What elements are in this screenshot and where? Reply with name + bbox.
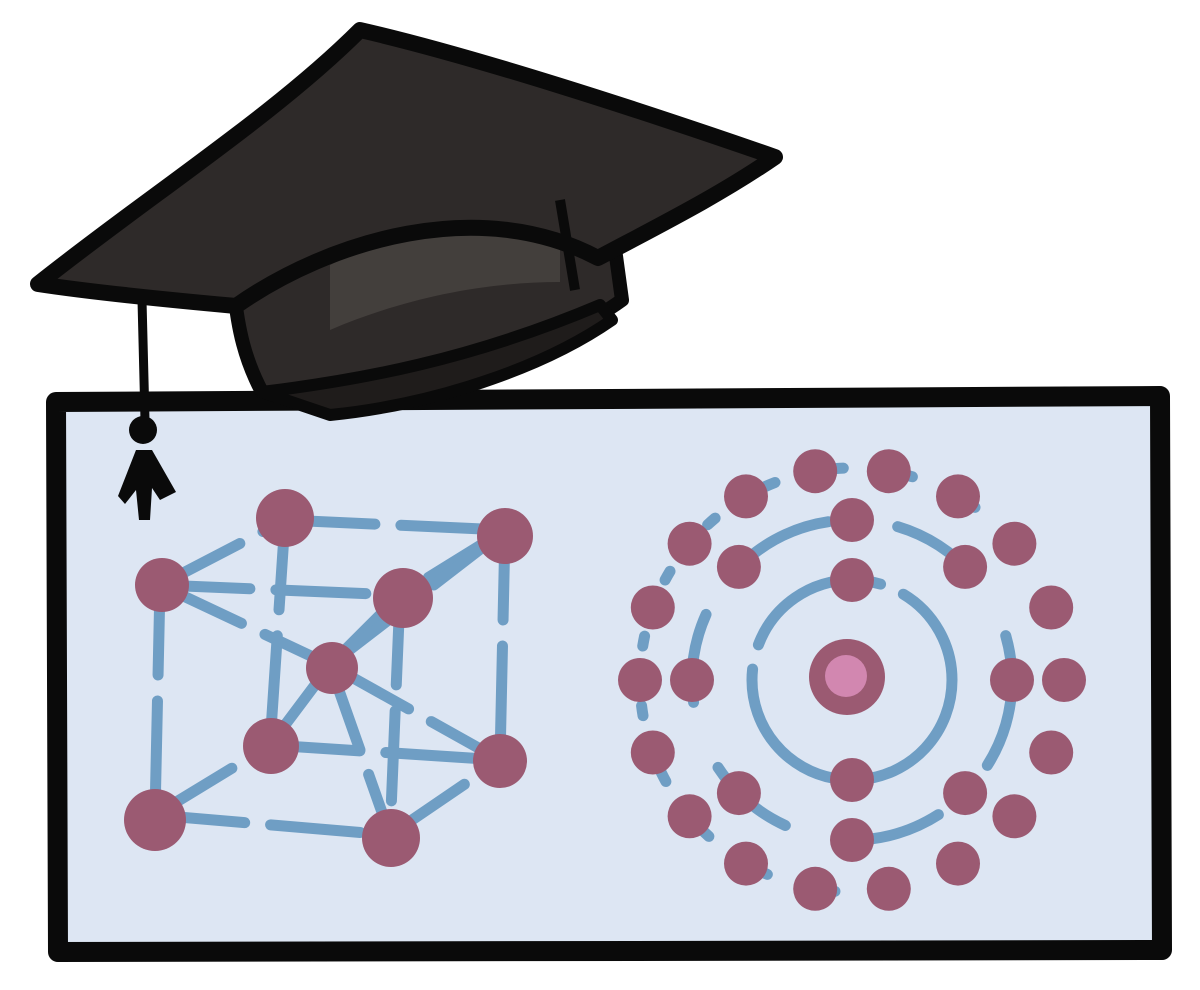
- atom-model-icon: [618, 449, 1086, 911]
- electron: [830, 758, 874, 802]
- graduation-cap-icon: [30, 22, 783, 520]
- electron: [1029, 730, 1074, 775]
- electron: [830, 818, 874, 862]
- electron: [618, 658, 662, 702]
- electron: [866, 866, 911, 911]
- lattice-atom: [256, 489, 314, 547]
- electron: [936, 474, 980, 519]
- electron: [936, 841, 980, 886]
- electron: [630, 585, 675, 630]
- lattice-atom: [306, 642, 358, 694]
- lattice-atom: [243, 718, 299, 774]
- tassel-icon: [118, 295, 176, 520]
- lattice-atom: [373, 568, 433, 628]
- electron: [667, 794, 712, 839]
- lattice-atom: [135, 558, 189, 612]
- nucleus: [809, 639, 885, 715]
- lattice-atom: [362, 809, 420, 867]
- lattice-atom: [124, 789, 186, 851]
- electron: [1029, 585, 1074, 630]
- electron: [1042, 658, 1086, 702]
- electron: [724, 841, 768, 886]
- electron: [793, 866, 838, 911]
- electron: [724, 474, 768, 519]
- electron: [992, 794, 1037, 839]
- crystal-lattice-icon: [124, 489, 533, 867]
- electron: [866, 449, 911, 494]
- electron: [992, 521, 1037, 566]
- electron: [943, 771, 988, 816]
- electron: [943, 544, 988, 589]
- lattice-atom: [477, 508, 533, 564]
- electron: [630, 730, 675, 775]
- electron: [830, 558, 874, 602]
- lattice-atom: [473, 734, 527, 788]
- electron: [670, 658, 714, 702]
- electron: [667, 521, 712, 566]
- electron: [793, 449, 838, 494]
- electron: [990, 658, 1034, 702]
- electron: [716, 544, 761, 589]
- electron: [830, 498, 874, 542]
- board: [46, 386, 1172, 962]
- electron: [716, 771, 761, 816]
